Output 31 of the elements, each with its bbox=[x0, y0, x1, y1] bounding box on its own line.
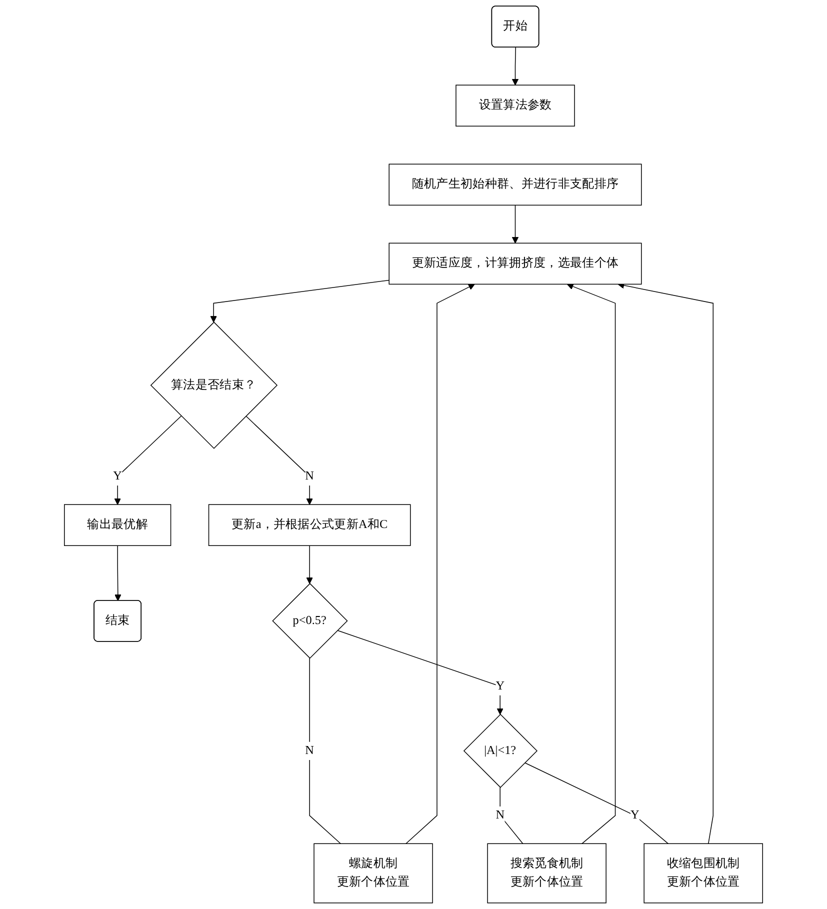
node-box: 搜索觅食机制 更新个体位置 bbox=[487, 843, 606, 904]
arrow bbox=[566, 283, 616, 844]
connector bbox=[309, 658, 341, 844]
node-box: 更新a，并根据公式更新A和C bbox=[208, 504, 411, 546]
node-box: 输出最优解 bbox=[64, 504, 172, 546]
arrow bbox=[512, 204, 519, 244]
edge-label: N bbox=[305, 470, 314, 483]
edge-label: Y bbox=[113, 470, 122, 483]
node-diamond: |A|<1? bbox=[463, 714, 538, 788]
arrow bbox=[336, 630, 504, 715]
edge-label: Y bbox=[496, 679, 504, 692]
arrow bbox=[618, 282, 714, 844]
arrow bbox=[512, 47, 519, 86]
arrow bbox=[406, 284, 475, 844]
node-box: 设置算法参数 bbox=[456, 84, 575, 127]
node-box: 收缩包围机制 更新个体位置 bbox=[644, 843, 763, 904]
edge-label: N bbox=[496, 808, 504, 822]
arrow bbox=[210, 280, 390, 322]
edge-label: Y bbox=[630, 808, 640, 822]
arrow bbox=[114, 416, 182, 505]
edge-label: N bbox=[305, 744, 314, 757]
arrow bbox=[114, 545, 122, 602]
node-diamond: 算法是否结束？ bbox=[150, 322, 278, 449]
arrow bbox=[246, 416, 313, 505]
arrow bbox=[306, 545, 313, 584]
node-box: 螺旋机制 更新个体位置 bbox=[314, 843, 433, 904]
node-diamond: p<0.5? bbox=[272, 583, 348, 659]
connector bbox=[524, 762, 669, 844]
node-box: 更新适应度，计算拥挤度，选最佳个体 bbox=[388, 242, 642, 285]
connector bbox=[500, 787, 524, 844]
node-box: 随机产生初始种群、并进行非支配排序 bbox=[388, 164, 642, 206]
